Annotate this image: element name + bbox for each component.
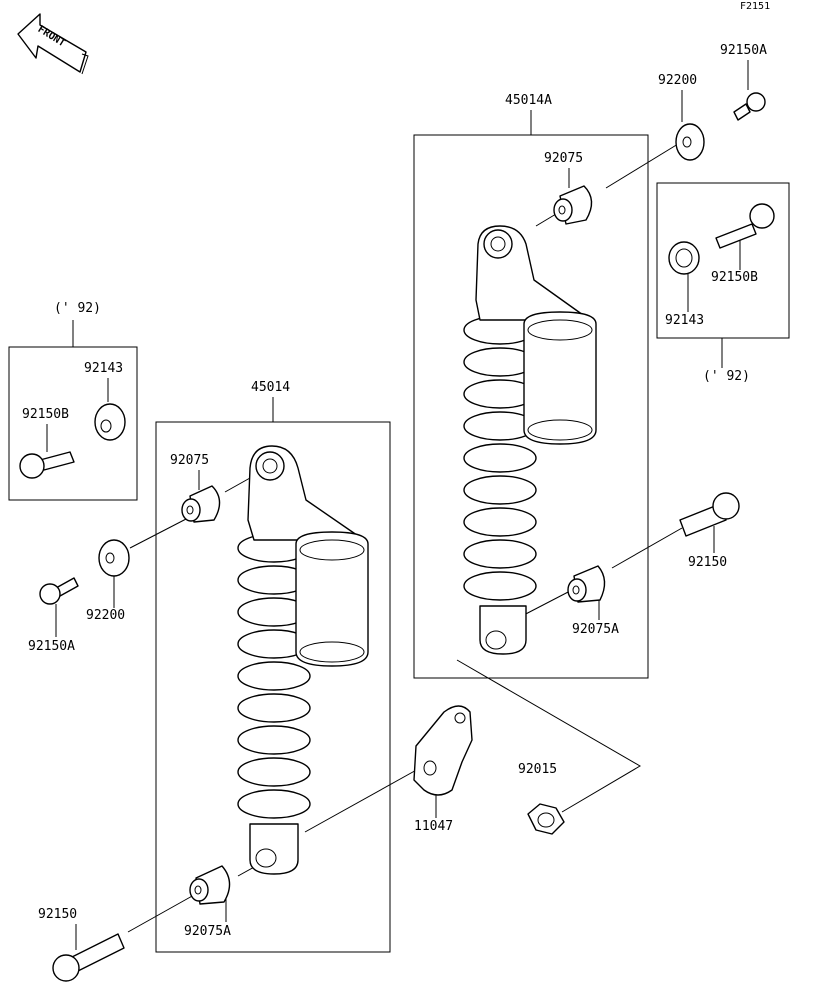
label-92200-right: 92200 [658, 73, 698, 88]
label-92150-left: 92150 [38, 907, 78, 922]
label-92200-left: 92200 [86, 608, 126, 623]
collar-92075-left [181, 485, 221, 523]
label-92150B-right: 92150B [711, 270, 758, 285]
label-92150-right: 92150 [688, 555, 728, 570]
label-92015: 92015 [518, 762, 558, 777]
washer-92200-left [98, 539, 130, 577]
bolt-92150-left [52, 933, 125, 982]
collar-92075-right [553, 185, 593, 225]
bolt-92150A-left [39, 577, 79, 605]
label-92143-right: 92143 [665, 313, 705, 328]
label-92150A-right: 92150A [720, 43, 767, 58]
nut-92015 [527, 803, 565, 835]
label-45014: 45014 [251, 380, 291, 395]
note-left: (' 92) [54, 301, 101, 316]
rubber-92143-left [94, 403, 126, 441]
label-92150B-left: 92150B [22, 407, 69, 422]
note-right: (' 92) [703, 369, 750, 384]
label-11047: 11047 [414, 819, 454, 834]
bolt-92150B-right [715, 203, 775, 249]
bracket-11047 [413, 705, 473, 796]
label-92075-right: 92075 [544, 151, 584, 166]
label-92143-left: 92143 [84, 361, 124, 376]
frame-note-right [656, 182, 790, 339]
figure-id: F2151 [740, 1, 771, 12]
collar-92075A-left [189, 865, 231, 905]
shock-absorber-right [463, 225, 597, 655]
label-45014A: 45014A [505, 93, 552, 108]
rubber-92143-right [668, 241, 700, 275]
label-92075A-right: 92075A [572, 622, 619, 637]
washer-92200-right [675, 123, 705, 161]
label-92075A-left: 92075A [184, 924, 231, 939]
bolt-92150A-right [733, 92, 766, 121]
leader-lines [46, 60, 749, 950]
label-92075-left: 92075 [170, 453, 210, 468]
front-arrow-icon [17, 13, 89, 75]
shock-absorber-left [237, 445, 369, 875]
label-92150A-left: 92150A [28, 639, 75, 654]
bolt-92150-right [679, 492, 740, 537]
collar-92075A-right [567, 565, 606, 603]
bolt-92150B-left [19, 451, 75, 479]
